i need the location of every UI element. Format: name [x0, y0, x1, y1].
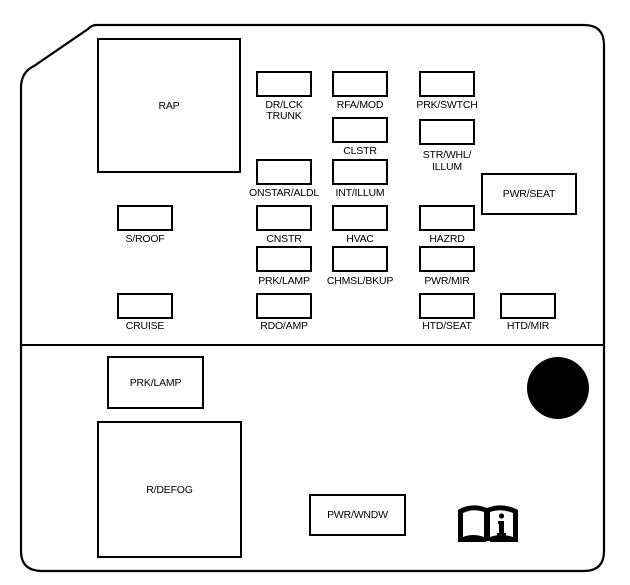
fuse-label-hvac: HVAC	[346, 233, 374, 245]
pwr-seat-label: PWR/SEAT	[502, 188, 556, 200]
owners-manual-info-icon	[458, 505, 518, 542]
fuse-hvac[interactable]	[332, 205, 388, 231]
mounting-hole	[527, 357, 589, 419]
relay-r-defog-label: R/DEFOG	[146, 483, 193, 496]
fuse-cruise[interactable]	[117, 293, 173, 319]
relay-pwr-wndw[interactable]: PWR/WNDW	[309, 494, 406, 536]
fuse-dr-lck-trunk[interactable]	[256, 71, 312, 97]
panel-border	[19, 23, 606, 573]
pwr-seat-block[interactable]: PWR/SEAT	[481, 173, 577, 215]
fuse-label-int-illum: INT/ILLUM	[335, 187, 385, 199]
fuse-int-illum[interactable]	[332, 159, 388, 185]
fuse-label-trunk: TRUNK	[266, 110, 302, 122]
fuse-rdo-amp[interactable]	[256, 293, 312, 319]
rap-label: RAP	[158, 99, 180, 112]
fuse-label-rdo-amp: RDO/AMP	[260, 320, 308, 332]
fuse-label-chmsl-bkup: CHMSL/BKUP	[326, 275, 394, 287]
fuse-label-pwr-mir: PWR/MIR	[424, 275, 470, 287]
fuse-label-str-whl: STR/WHL/	[422, 149, 472, 161]
fuse-label-s-roof: S/ROOF	[125, 233, 165, 245]
fuse-label-dr-lck: DR/LCK	[265, 99, 303, 111]
fuse-prk-swtch[interactable]	[419, 71, 475, 97]
relay-r-defog[interactable]: R/DEFOG	[97, 421, 242, 558]
rap-block[interactable]: RAP	[97, 38, 241, 173]
fuse-label-clstr: CLSTR	[343, 145, 377, 157]
fuse-onstar-aldl[interactable]	[256, 159, 312, 185]
fuse-label-hazrd: HAZRD	[429, 233, 465, 245]
fuse-label-htd-seat: HTD/SEAT	[422, 320, 472, 332]
fuse-rfa-mod[interactable]	[332, 71, 388, 97]
fuse-chmsl-bkup[interactable]	[332, 246, 388, 272]
relay-pwr-wndw-label: PWR/WNDW	[327, 509, 388, 521]
relay-prk-lamp[interactable]: PRK/LAMP	[107, 356, 204, 409]
fuse-label-rfa-mod: RFA/MOD	[336, 99, 384, 111]
fuse-pwr-mir[interactable]	[419, 246, 475, 272]
fuse-label-htd-mir: HTD/MIR	[506, 320, 550, 332]
fuse-label-cruise: CRUISE	[125, 320, 165, 332]
relay-prk-lamp-label: PRK/LAMP	[129, 376, 182, 389]
fuse-prk-lamp[interactable]	[256, 246, 312, 272]
fuse-s-roof[interactable]	[117, 205, 173, 231]
fuse-cnstr[interactable]	[256, 205, 312, 231]
fuse-label-illum: ILLUM	[432, 161, 462, 173]
fuse-str-whl-illum[interactable]	[419, 119, 475, 145]
fuse-label-prk-lamp: PRK/LAMP	[258, 275, 310, 287]
fuse-htd-seat[interactable]	[419, 293, 475, 319]
fuse-clstr[interactable]	[332, 117, 388, 143]
fuse-hazrd[interactable]	[419, 205, 475, 231]
fuse-label-onstar-aldl: ONSTAR/ALDL	[249, 187, 319, 199]
fuse-htd-mir[interactable]	[500, 293, 556, 319]
fuse-label-cnstr: CNSTR	[266, 233, 302, 245]
fuse-label-prk-swtch: PRK/SWTCH	[416, 99, 478, 111]
